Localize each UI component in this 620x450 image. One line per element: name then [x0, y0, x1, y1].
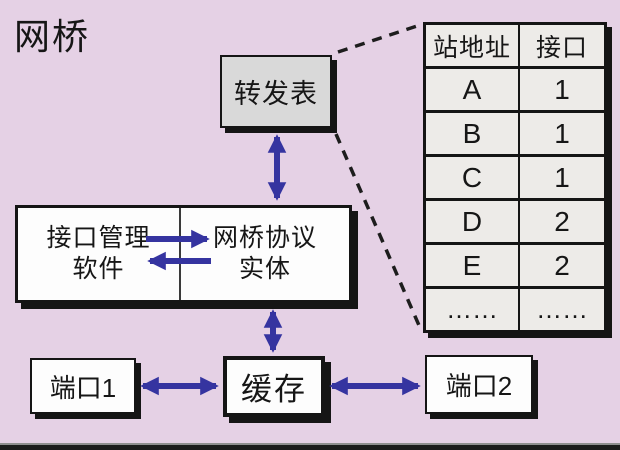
table-row: C 1	[426, 157, 604, 201]
table-header-station: 站地址	[432, 33, 511, 62]
page-title: 网桥	[14, 16, 91, 57]
station-cell: E	[462, 249, 482, 281]
slide-bottom-bar	[0, 443, 620, 450]
table-header-port: 接口	[518, 25, 604, 66]
port-cell: ……	[518, 289, 604, 330]
table-callout-line-top	[337, 23, 421, 54]
table-row: E 2	[426, 245, 604, 289]
table-header-row: 站地址 接口	[426, 25, 604, 69]
table-row: …… ……	[426, 289, 604, 330]
forwarding-table: 站地址 接口 A 1 B 1 C 1 D 2 E 2 …… ……	[423, 22, 607, 333]
forwarding-table-box-label: 转发表	[234, 79, 318, 109]
buffer-box: 缓存	[223, 356, 325, 417]
port2-box: 端口2	[425, 355, 533, 414]
port-cell: 2	[518, 245, 604, 286]
port1-label: 端口1	[49, 372, 117, 403]
station-cell: B	[462, 117, 482, 149]
station-cell: D	[461, 205, 483, 237]
forwarding-table-box: 转发表	[220, 55, 332, 128]
table-row: A 1	[426, 69, 604, 113]
port-cell: 1	[518, 113, 604, 154]
station-cell: ……	[446, 294, 498, 324]
station-cell: A	[462, 73, 482, 105]
bridge-protocol-label: 网桥协议 实体	[212, 224, 317, 283]
interface-management-label: 接口管理 软件	[46, 224, 151, 283]
bridge-box-divider	[179, 208, 181, 300]
port-cell: 1	[518, 157, 604, 198]
table-row: D 2	[426, 201, 604, 245]
table-row: B 1	[426, 113, 604, 157]
bridge-box: 接口管理 软件 网桥协议 实体	[15, 205, 352, 303]
station-cell: C	[461, 161, 483, 193]
port-cell: 1	[518, 69, 604, 110]
port2-label: 端口2	[445, 371, 513, 401]
buffer-label: 缓存	[241, 372, 307, 407]
port1-box: 端口1	[30, 358, 136, 414]
port-cell: 2	[518, 201, 604, 242]
